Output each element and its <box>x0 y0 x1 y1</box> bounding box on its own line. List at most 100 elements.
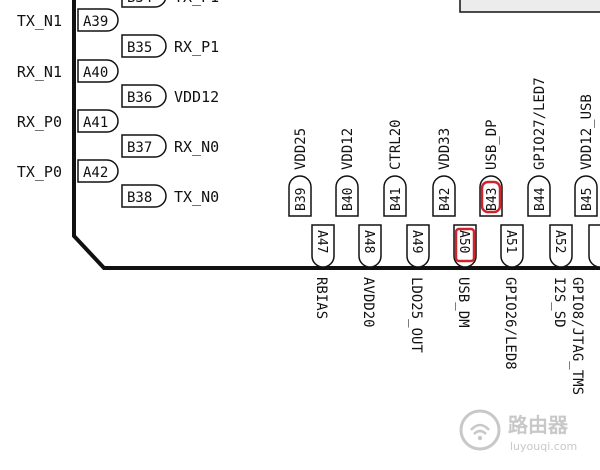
pin-number: B40 <box>341 188 356 211</box>
signal-label: CTRL20 <box>388 119 404 170</box>
signal-label: I2S_SD <box>551 277 567 328</box>
pin-number: A52 <box>552 230 567 253</box>
pin-number: B42 <box>438 188 453 211</box>
signal-label: TX_P0 <box>17 163 62 181</box>
signal-label: LDO25_OUT <box>408 277 424 353</box>
pin-a40: A40 RX_N1 <box>17 59 119 83</box>
signal-label: GPIO8/JTAG_TMS <box>569 277 585 395</box>
pin-number: A48 <box>361 230 376 253</box>
signal-label: RX_P0 <box>17 113 62 131</box>
pin-b41: B41 CTRL20 <box>383 119 407 217</box>
pin-body <box>77 109 119 133</box>
pin-number: A40 <box>83 65 108 81</box>
pin-body <box>121 34 167 58</box>
pin-b34: B34 TX_P1 <box>121 0 219 8</box>
pin-body <box>335 175 359 217</box>
pin-a39: A39 TX_N1 <box>17 8 119 32</box>
pin-number: B45 <box>580 188 595 211</box>
pin-number: B41 <box>389 188 404 211</box>
internal-block <box>459 0 600 13</box>
watermark-title: 路由器 <box>508 413 569 437</box>
pin-b39: B39 VDD25 <box>288 128 312 217</box>
signal-label: RX_P1 <box>174 38 219 56</box>
signal-label: VDD12_USB <box>579 94 595 170</box>
pin-number: B39 <box>294 188 309 211</box>
pin-number: A50 <box>456 230 471 253</box>
pin-body <box>432 175 456 217</box>
pin-body <box>406 224 430 268</box>
pin-number: B35 <box>127 40 152 56</box>
pin-body <box>288 175 312 217</box>
pin-number: B44 <box>533 187 548 211</box>
bottom-lower-pins: A47RBIASA48AVDD20A49LDO25_OUTA50USB_DMA5… <box>311 224 600 395</box>
pin-b42: B42 VDD33 <box>432 128 456 217</box>
pin-body <box>311 224 335 268</box>
pin-a41: A41 RX_P0 <box>17 109 119 133</box>
pin-number: A49 <box>409 230 424 253</box>
signal-label: GPIO26/LED8 <box>502 277 518 370</box>
watermark: 路由器 luyouqi.com <box>459 409 577 453</box>
pin-number: B36 <box>127 90 152 106</box>
pin-body <box>500 224 524 268</box>
signal-label: USB_DM <box>455 277 471 328</box>
watermark-subtitle: luyouqi.com <box>510 440 577 453</box>
pin-b38: B38 TX_N0 <box>121 184 219 208</box>
pin-partial: GPIO8/JTAG_TMS <box>569 224 600 395</box>
wifi-icon <box>470 423 490 435</box>
pin-body <box>121 0 167 8</box>
pin-body <box>574 175 598 217</box>
pin-body <box>121 84 167 108</box>
signal-label: AVDD20 <box>360 277 376 328</box>
signal-label: TX_P1 <box>174 0 219 6</box>
chip-outline <box>72 0 600 270</box>
pin-b40: B40 VDD12 <box>335 128 359 217</box>
pin-body <box>479 175 503 217</box>
pin-number: A39 <box>83 14 108 30</box>
signal-label: USB_DP <box>484 119 500 170</box>
pin-body <box>527 175 551 217</box>
pin-body <box>77 8 119 32</box>
pin-number: A41 <box>83 115 108 131</box>
signal-label: VDD33 <box>437 128 453 170</box>
pin-number: B37 <box>127 140 152 156</box>
signal-label: VDD25 <box>293 128 309 170</box>
pin-b35: B35 RX_P1 <box>121 34 219 58</box>
pin-number: A47 <box>314 230 329 253</box>
signal-label: VDD12 <box>340 128 356 170</box>
watermark-logo <box>459 409 501 451</box>
pin-body <box>453 224 477 268</box>
pin-body <box>77 159 119 183</box>
pin-body <box>358 224 382 268</box>
pin-number: B38 <box>127 190 152 206</box>
signal-label: GPIO27/LED7 <box>532 77 548 170</box>
pin-number: B34 <box>127 0 152 6</box>
signal-label: RX_N1 <box>17 63 62 81</box>
pin-b45: B45 VDD12_USB <box>574 94 598 217</box>
pin-b44: B44 GPIO27/LED7 <box>527 77 551 217</box>
pin-body <box>121 134 167 158</box>
highlight-marker <box>454 227 476 263</box>
pin-b43: B43 USB_DP <box>479 119 503 217</box>
signal-label: TX_N0 <box>174 188 219 206</box>
pin-body <box>383 175 407 217</box>
pin-number: A51 <box>503 230 518 253</box>
pin-body <box>77 59 119 83</box>
pin-number: B43 <box>485 188 500 211</box>
pin-body <box>588 224 600 268</box>
signal-label: RBIAS <box>313 277 329 319</box>
pin-body <box>121 184 167 208</box>
signal-label: TX_N1 <box>17 12 62 30</box>
